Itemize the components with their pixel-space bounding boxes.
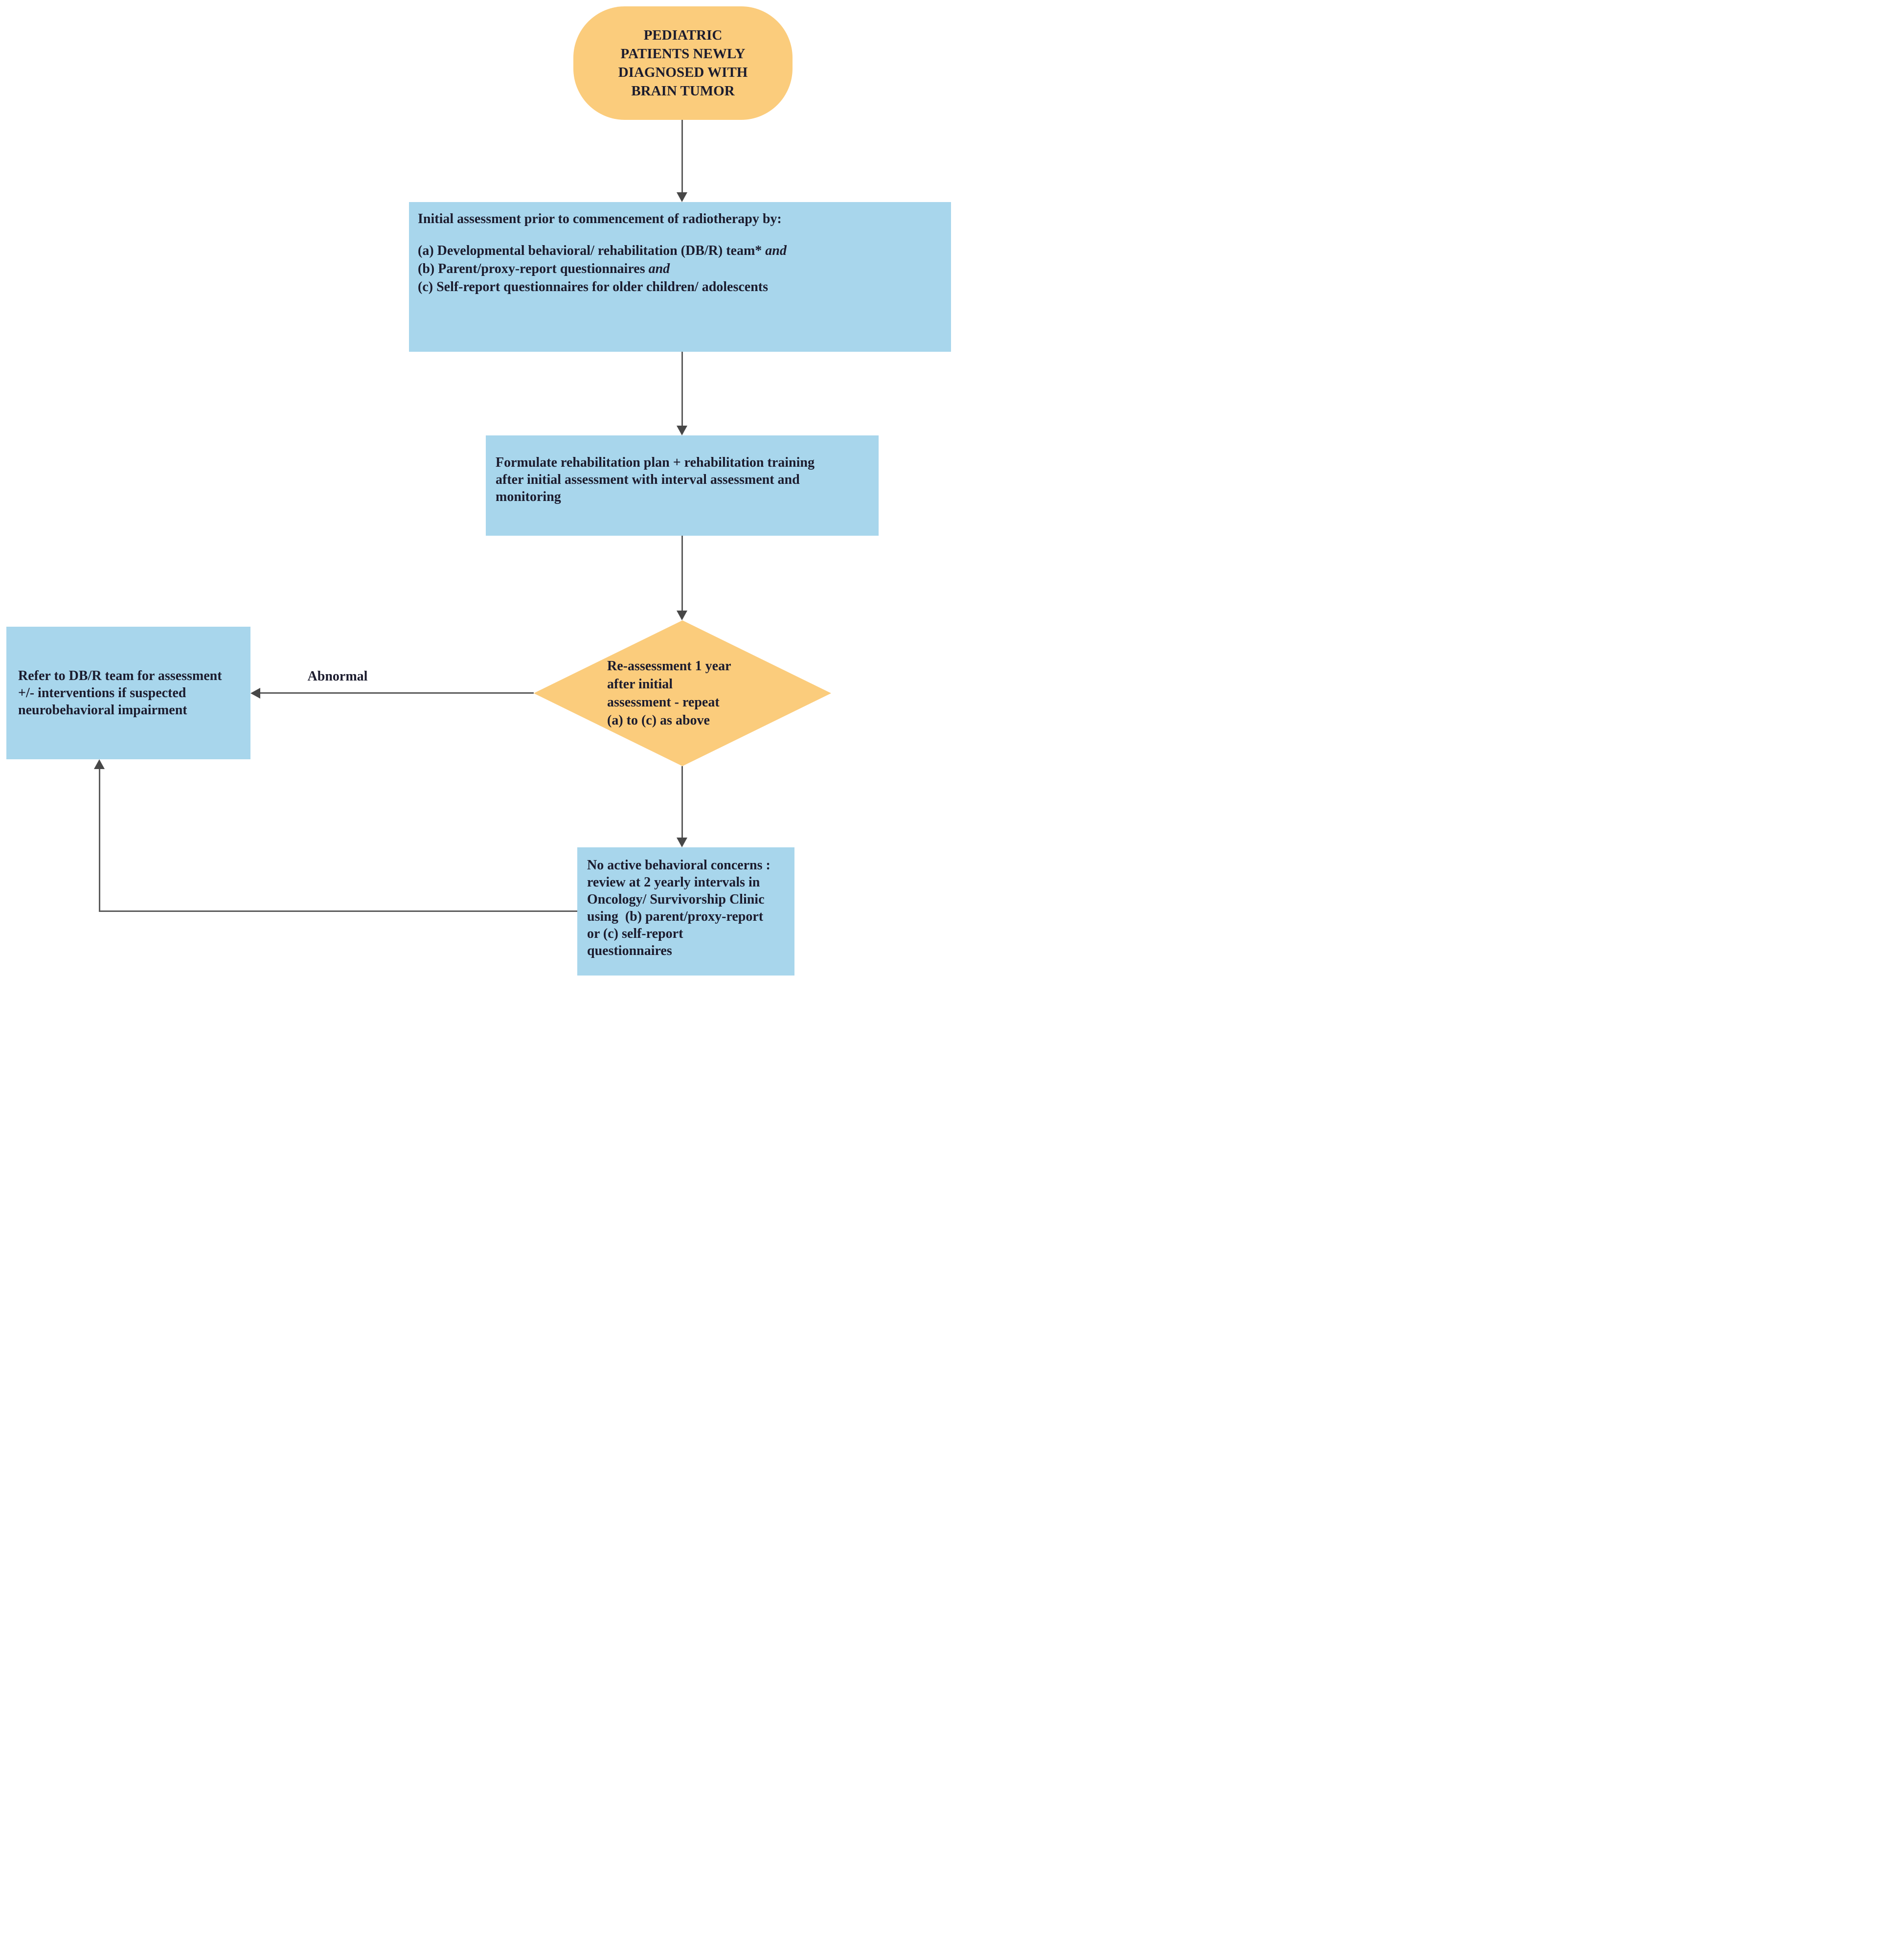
arrowhead-left-icon [250,688,260,699]
item-c-text: (c) Self-report questionnaires for older… [418,279,769,295]
initial-assessment-item-c: (c) Self-report questionnaires for older… [418,278,941,295]
node-no-active-concerns: No active behavioral concerns : review a… [577,847,794,976]
decision-text-line: Re-assessment 1 year [607,659,731,674]
refer-dbr-line: neurobehavioral impairment [18,703,187,718]
arrowhead-up-icon [94,759,105,769]
node-formulate-plan: Formulate rehabilitation plan + rehabili… [486,435,879,536]
reassessment-decision-text: Re-assessment 1 year after initial asses… [607,657,731,729]
flowchart-canvas: PEDIATRIC PATIENTS NEWLY DIAGNOSED WITH … [0,0,952,976]
no-concerns-line: review at 2 yearly intervals in [587,875,760,890]
node-start: PEDIATRIC PATIENTS NEWLY DIAGNOSED WITH … [573,6,793,120]
feedback-edge-horizontal [99,910,577,912]
node-reassessment-decision: Re-assessment 1 year after initial asses… [534,620,831,766]
no-concerns-line: or (c) self-report [587,926,683,941]
no-concerns-line: No active behavioral concerns : [587,858,771,873]
refer-dbr-line: +/- interventions if suspected [18,685,186,701]
node-start-text-line: PATIENTS NEWLY [620,46,746,62]
no-concerns-line: questionnaires [587,943,672,958]
arrowhead-down-icon [677,838,687,847]
item-a-text: (a) Developmental behavioral/ rehabilita… [418,243,766,258]
initial-assessment-title: Initial assessment prior to commencement… [418,211,782,227]
decision-text-line: (a) to (c) as above [607,713,710,728]
arrow-formulate-to-decision [681,536,683,611]
node-start-text-line: DIAGNOSED WITH [618,65,748,80]
node-initial-assessment: Initial assessment prior to commencement… [409,202,951,352]
node-start-text-line: BRAIN TUMOR [631,83,735,99]
arrowhead-down-icon [677,426,687,435]
initial-assessment-item-a: (a) Developmental behavioral/ rehabilita… [418,242,941,259]
arrow-start-to-initial [681,120,683,192]
refer-dbr-line: Refer to DB/R team for assessment [18,668,222,683]
no-concerns-line: using (b) parent/proxy-report [587,909,764,924]
item-b-emphasis: and [648,261,670,276]
arrowhead-down-icon [677,192,687,202]
initial-assessment-item-b: (b) Parent/proxy-report questionnaires a… [418,260,941,277]
formulate-plan-line: monitoring [496,489,561,504]
arrow-decision-to-review [681,766,683,838]
no-concerns-line: Oncology/ Survivorship Clinic [587,892,765,907]
formulate-plan-line: after initial assessment with interval a… [496,472,800,487]
edge-label-abnormal: Abnormal [307,669,368,684]
decision-text-line: assessment - repeat [607,695,720,710]
node-start-text: PEDIATRIC PATIENTS NEWLY DIAGNOSED WITH … [618,26,748,100]
arrowhead-down-icon [677,611,687,620]
arrow-initial-to-formulate [681,352,683,426]
item-b-text: (b) Parent/proxy-report questionnaires [418,261,649,276]
formulate-plan-line: Formulate rehabilitation plan + rehabili… [496,455,815,470]
item-a-emphasis: and [765,243,787,258]
node-start-text-line: PEDIATRIC [643,27,723,43]
feedback-edge-vertical [99,769,100,912]
decision-text-line: after initial [607,677,673,692]
arrow-decision-to-refer [260,692,534,694]
node-refer-dbr-team: Refer to DB/R team for assessment +/- in… [6,627,250,759]
